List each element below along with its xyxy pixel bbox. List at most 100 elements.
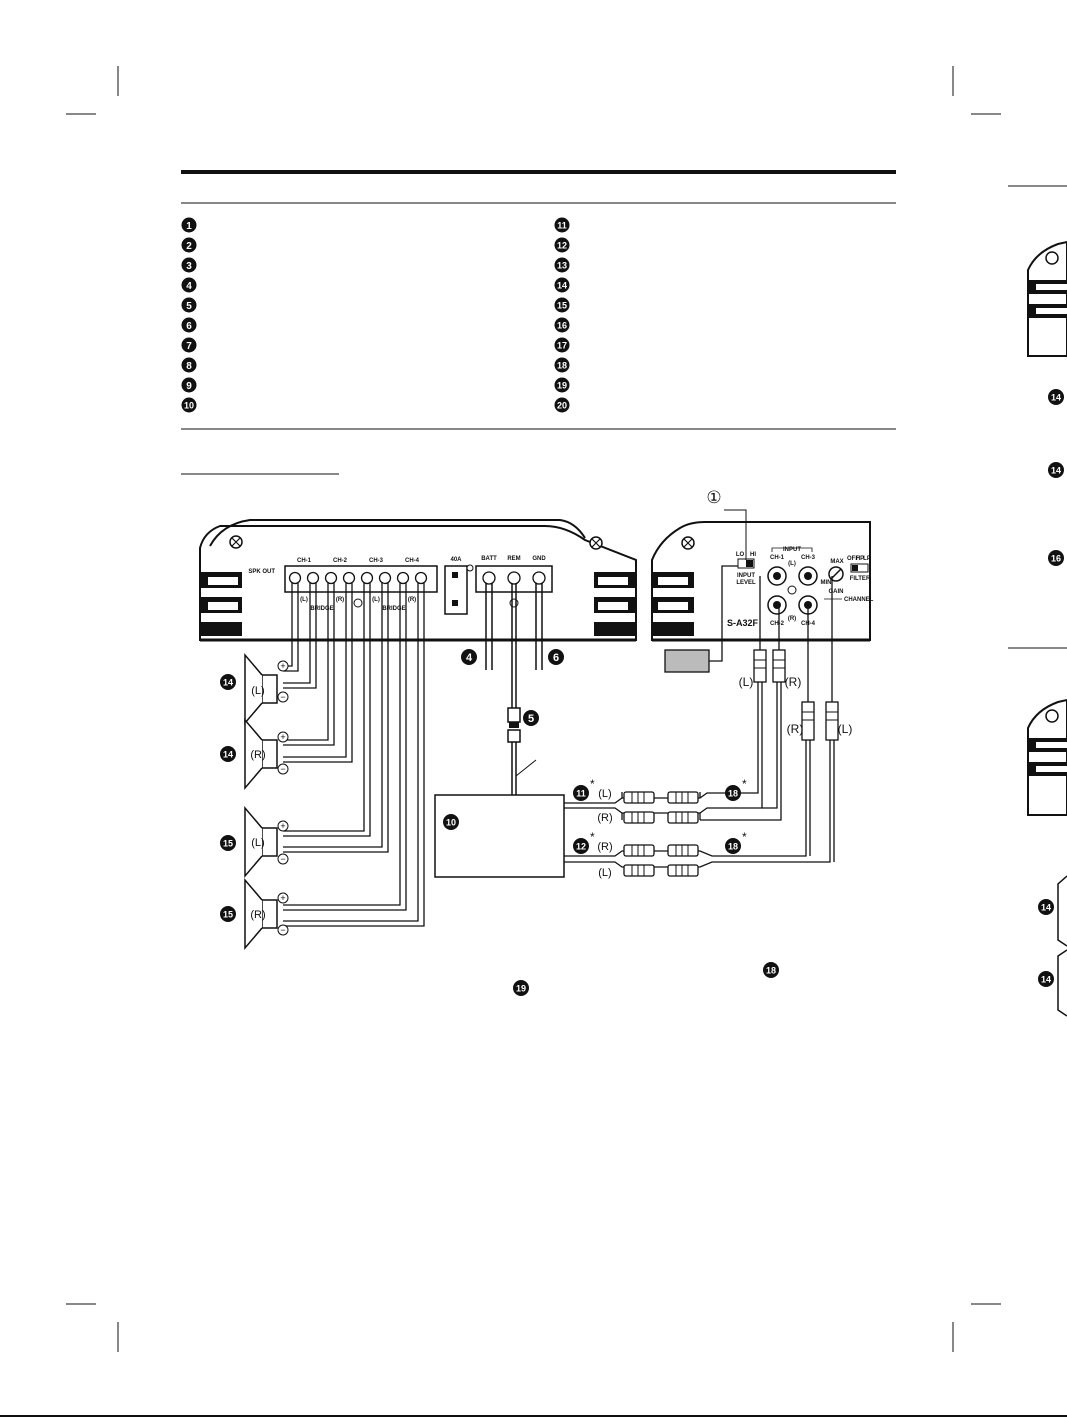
svg-text:(R): (R) <box>408 597 416 603</box>
svg-text:CHANNEL: CHANNEL <box>844 597 874 603</box>
svg-text:(R): (R) <box>785 675 802 689</box>
svg-text:15: 15 <box>557 301 567 311</box>
svg-text:GAIN: GAIN <box>829 589 844 595</box>
svg-text:11: 11 <box>557 221 567 231</box>
parts-list-item: 12 <box>554 237 570 253</box>
svg-text:12: 12 <box>557 241 567 251</box>
badge-6: 6 <box>548 649 564 665</box>
svg-text:CH-3: CH-3 <box>369 558 384 564</box>
svg-text:20: 20 <box>557 401 567 411</box>
badge-10: 10 <box>443 814 459 830</box>
badge-16: 16 <box>1048 550 1064 566</box>
remote-box <box>664 649 710 673</box>
badge-4: 4 <box>461 649 477 665</box>
badge-14: 14 <box>1048 389 1064 405</box>
svg-text:(L): (L) <box>598 788 611 800</box>
svg-text:16: 16 <box>1051 554 1061 564</box>
svg-text:14: 14 <box>223 750 233 760</box>
svg-text:FILTER: FILTER <box>850 576 871 582</box>
rca-plugs-amp-rear <box>801 576 839 741</box>
svg-text:14: 14 <box>1051 466 1061 476</box>
parts-list-item: 14 <box>554 277 570 293</box>
svg-text:LP: LP <box>863 556 871 562</box>
svg-text:CH-2: CH-2 <box>333 558 348 564</box>
spk-out-label: SPK OUT <box>248 569 275 575</box>
svg-text:10: 10 <box>446 818 456 828</box>
speaker-front-left: (L) + − <box>244 652 289 726</box>
speaker-rear-right: (R) + − <box>244 877 289 951</box>
parts-list-item: 4 <box>181 277 197 293</box>
badge-15-rear-left: 15 <box>220 835 236 851</box>
svg-text:BRIDGE: BRIDGE <box>382 606 405 612</box>
speaker-front-right: (R) + − <box>244 717 289 791</box>
crop-marks <box>66 66 1001 1352</box>
speaker-wires <box>283 583 425 927</box>
svg-text:19: 19 <box>557 381 567 391</box>
svg-text:(R): (R) <box>788 616 796 622</box>
svg-text:(L): (L) <box>300 597 308 603</box>
svg-text:INPUT: INPUT <box>737 573 755 579</box>
svg-text:18: 18 <box>728 789 738 799</box>
badge-14-front-right: 14 <box>220 746 236 762</box>
fuse-holder <box>444 565 468 615</box>
next-page-preview: 14 14 16 14 14 <box>1008 185 1067 1017</box>
svg-text:14: 14 <box>223 678 233 688</box>
rca-cable-front <box>564 682 782 821</box>
svg-text:11: 11 <box>576 789 586 799</box>
parts-list-item: 20 <box>554 397 570 413</box>
svg-text:HP: HP <box>856 556 864 562</box>
svg-text:40A: 40A <box>450 557 462 563</box>
svg-text:4: 4 <box>186 281 192 292</box>
badge-18-rear: 18 <box>725 838 741 854</box>
svg-text:−: − <box>280 925 285 935</box>
svg-text:5: 5 <box>186 301 192 312</box>
remote-cable <box>709 565 738 662</box>
svg-text:−: − <box>280 854 285 864</box>
svg-text:LEVEL: LEVEL <box>736 580 756 586</box>
svg-text:(R): (R) <box>787 722 804 736</box>
parts-list-item: 19 <box>554 377 570 393</box>
parts-list-item: 6 <box>181 317 197 333</box>
svg-text:14: 14 <box>557 281 567 291</box>
svg-text:(L): (L) <box>251 685 264 697</box>
svg-text:3: 3 <box>186 261 192 272</box>
svg-text:CH-1: CH-1 <box>297 558 312 564</box>
svg-text:S-A32F: S-A32F <box>727 618 759 628</box>
svg-text:14: 14 <box>1041 975 1051 985</box>
svg-text:GND: GND <box>532 556 546 562</box>
svg-text:(L): (L) <box>788 561 796 567</box>
svg-text:(R): (R) <box>250 909 265 921</box>
svg-text:14: 14 <box>1051 393 1061 403</box>
svg-text:+: + <box>280 893 285 903</box>
badge-12: 12 <box>573 838 589 854</box>
svg-text:MIN: MIN <box>821 580 832 586</box>
parts-list-item: 7 <box>181 337 197 353</box>
speaker-rear-left: (L) + − <box>244 805 289 879</box>
parts-list-item: 8 <box>181 357 197 373</box>
svg-text:(R): (R) <box>250 749 265 761</box>
svg-text:19: 19 <box>516 984 526 994</box>
svg-text:INPUT: INPUT <box>783 547 801 553</box>
badge-15-rear-right: 15 <box>220 906 236 922</box>
svg-text:17: 17 <box>557 341 567 351</box>
ground-screw-icon <box>353 598 363 608</box>
svg-text:5: 5 <box>528 713 534 725</box>
badge-14-front-left: 14 <box>220 674 236 690</box>
rca-cable-rear <box>564 740 835 868</box>
svg-text:+: + <box>280 821 285 831</box>
svg-text:8: 8 <box>186 361 192 372</box>
svg-text:−: − <box>280 764 285 774</box>
leader-line <box>515 759 537 777</box>
svg-text:HI: HI <box>750 552 756 558</box>
svg-text:(R): (R) <box>336 597 344 603</box>
svg-text:(L): (L) <box>838 722 853 736</box>
svg-text:MAX: MAX <box>830 559 843 565</box>
parts-list-item: 5 <box>181 297 197 313</box>
badge-14: 14 <box>1038 899 1054 915</box>
parts-list-item: 17 <box>554 337 570 353</box>
svg-text:9: 9 <box>186 381 192 392</box>
svg-text:15: 15 <box>223 839 233 849</box>
svg-text:18: 18 <box>766 966 776 976</box>
svg-text:−: − <box>280 692 285 702</box>
